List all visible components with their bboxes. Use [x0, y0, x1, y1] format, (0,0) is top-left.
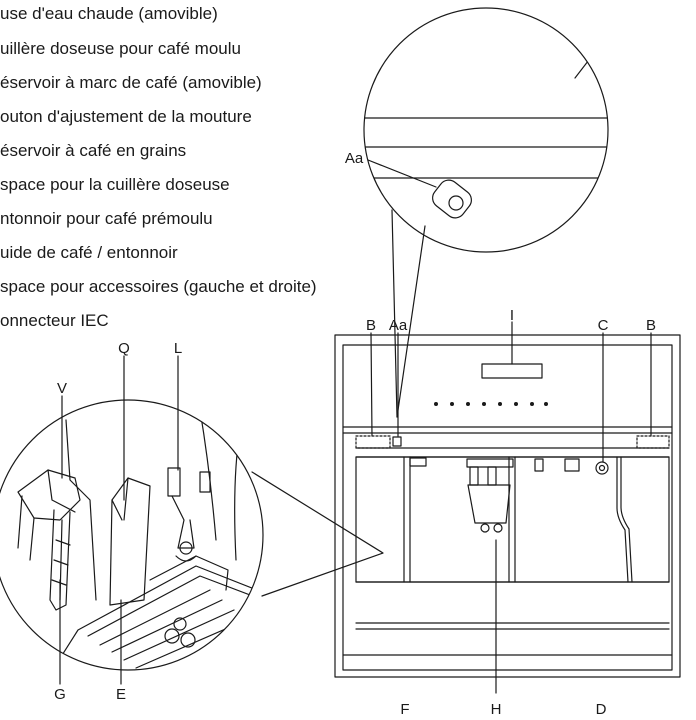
spoon-space: [409, 457, 427, 467]
coffee-machine-front: [334, 334, 681, 678]
legend-item-5: éservoir à café en grains: [0, 141, 187, 160]
leader-b-left: [370, 332, 373, 437]
pre-ground-funnel: [167, 467, 211, 562]
legend-item-7: ntonnoir pour café prémoulu: [0, 209, 213, 228]
accessory-space-left: [355, 435, 391, 449]
display-window: [481, 363, 543, 379]
adjust-button-knob: [448, 195, 464, 211]
iec-connector: [595, 461, 609, 475]
measuring-spoon: [109, 477, 151, 606]
legend-item-10: onnecteur IEC: [0, 311, 109, 330]
legend-item-6: space pour la cuillère doseuse: [0, 175, 230, 194]
machine-outer-frame: [334, 334, 681, 678]
label-l: L: [174, 340, 182, 357]
legend-item-9: space pour accessoires (gauche et droite…: [0, 277, 317, 296]
machine-inner-frame: [342, 344, 673, 671]
zoom-connector-left: [391, 209, 398, 418]
legend-item-3: éservoir à marc de café (amovible): [0, 73, 262, 92]
label-b-left: B: [366, 317, 376, 334]
label-g: G: [54, 686, 66, 703]
zoom-detail-button: [363, 7, 609, 253]
label-aa-zoom: Aa: [345, 150, 364, 167]
hot-water-nozzle: [17, 469, 81, 561]
leader-aa-zoom: [367, 159, 437, 188]
label-i: I: [510, 307, 514, 324]
zoom-panel-corner: [574, 29, 608, 79]
inner-compartment: [355, 456, 670, 583]
legend-item-8: uide de café / entonnoir: [0, 243, 178, 262]
label-aa-top: Aa: [389, 317, 408, 334]
label-e: E: [116, 686, 126, 703]
label-f: F: [400, 701, 409, 718]
label-d: D: [596, 701, 607, 718]
water-tank-edge: [616, 456, 629, 583]
label-v: V: [57, 380, 67, 397]
zoom-circle-outline: [363, 7, 609, 253]
label-c: C: [598, 317, 609, 334]
label-q: Q: [118, 340, 130, 357]
label-b-right: B: [646, 317, 656, 334]
accessory-space-right: [636, 435, 670, 449]
drip-tray-grid: [39, 555, 263, 670]
leader-lines: [59, 321, 652, 694]
zoom-connector-right: [396, 225, 426, 418]
legend-item-2: uillère doseuse pour café moulu: [0, 39, 241, 58]
interior-zoom-detail: [0, 399, 384, 671]
label-h: H: [491, 701, 502, 718]
legend-item-1: use d'eau chaude (amovible): [0, 4, 218, 23]
interior-zoom-outline: [0, 399, 264, 671]
adjust-button-small: [392, 436, 402, 447]
interior-zoom-pointer: [251, 471, 384, 597]
control-buttons: [434, 402, 548, 406]
adjust-button-housing: [432, 179, 472, 219]
coffee-funnel: [466, 458, 514, 533]
part-labels: Aa B Aa I C B Q L V G E F H D: [54, 150, 656, 718]
legend-item-4: outon d'ajustement de la mouture: [0, 107, 252, 126]
